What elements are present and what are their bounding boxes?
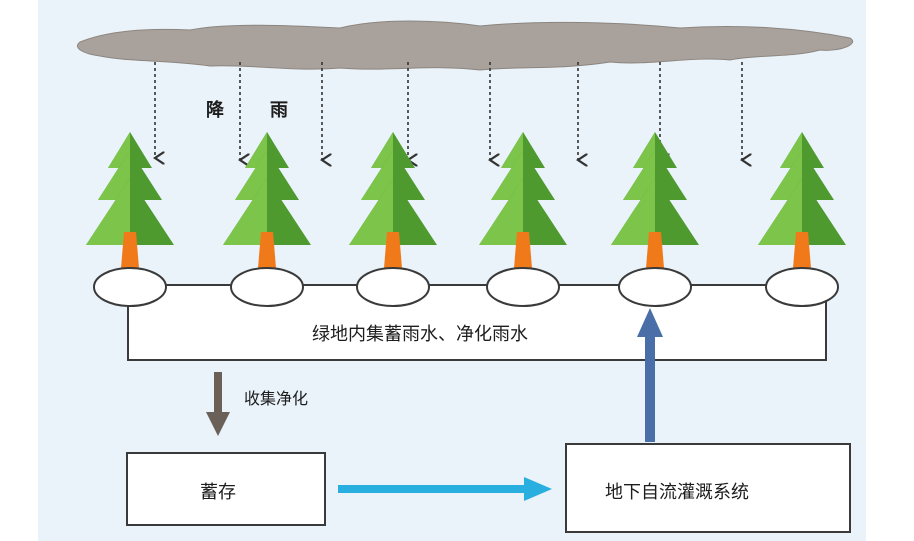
tree	[479, 132, 567, 268]
collect-label: 收集净化	[244, 389, 309, 408]
tree	[349, 132, 437, 268]
root-oval	[93, 267, 167, 307]
ground-label: 绿地内集蓄雨水、净化雨水	[312, 324, 528, 345]
collect-arrow	[206, 372, 230, 436]
irrigation-up-arrow	[637, 308, 663, 442]
rain-label-right: 雨	[270, 100, 288, 121]
tree	[758, 132, 846, 268]
root-oval	[486, 267, 560, 307]
trees	[86, 132, 846, 268]
root-oval	[356, 267, 430, 307]
root-oval	[230, 267, 304, 307]
rain-label-left: 降	[206, 100, 224, 121]
tree	[611, 132, 699, 268]
root-oval	[765, 267, 839, 307]
irrigation-box: 地下自流灌溉系统	[565, 443, 851, 533]
cloud	[77, 20, 853, 71]
flow-arrow	[338, 477, 552, 501]
root-oval	[618, 267, 692, 307]
irrigation-label: 地下自流灌溉系统	[605, 482, 749, 503]
rain-arrows	[155, 62, 742, 160]
storage-box: 蓄存	[126, 452, 326, 526]
root-ovals	[93, 267, 839, 307]
tree	[223, 132, 311, 268]
storage-label: 蓄存	[200, 482, 236, 503]
tree	[86, 132, 174, 268]
